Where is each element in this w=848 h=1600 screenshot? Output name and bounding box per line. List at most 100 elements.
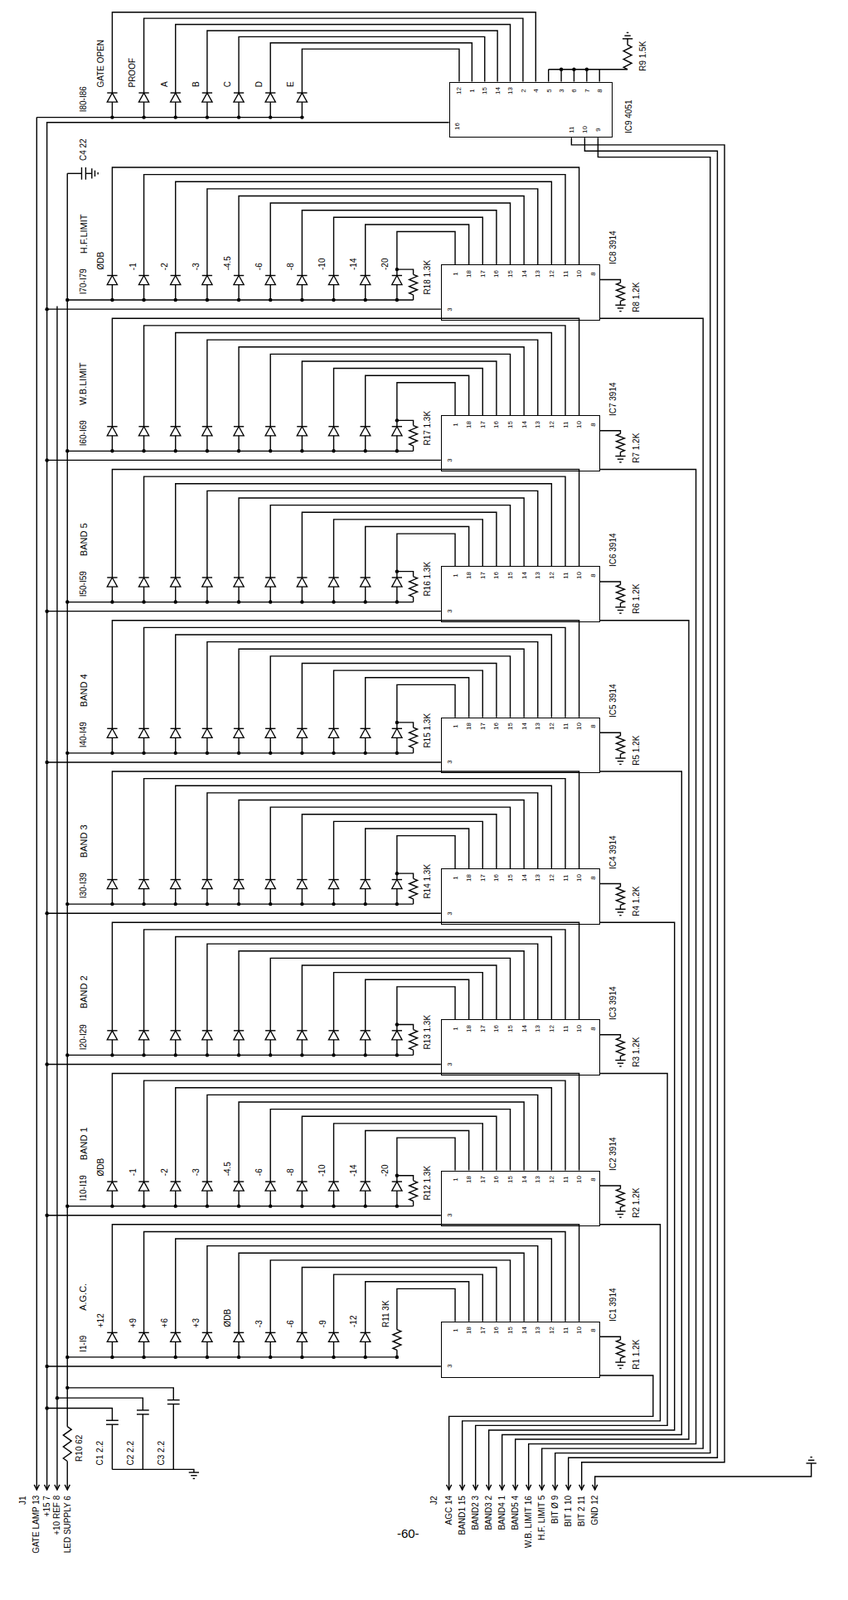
level-label: -6 <box>254 262 265 271</box>
connector-arrow <box>579 1485 585 1491</box>
wire <box>396 1040 398 1056</box>
wire <box>174 586 176 602</box>
wire <box>175 332 553 427</box>
wire <box>397 722 414 728</box>
pin-number: 10 <box>575 1327 583 1336</box>
pin-number: 3 <box>445 458 453 462</box>
pin-number: 15 <box>506 1176 514 1184</box>
section-label: W.B.LIMIT <box>78 363 90 406</box>
wire <box>174 285 176 301</box>
pin-number: 8 <box>589 725 597 729</box>
pin-number: 17 <box>479 270 487 278</box>
capacitor-symbol <box>167 1400 180 1401</box>
wire <box>270 285 272 301</box>
wire <box>237 586 239 602</box>
connector-signal: BAND4 1 <box>497 1496 508 1532</box>
level-label: -2 <box>159 262 170 271</box>
wire <box>85 173 92 175</box>
led-diode <box>233 92 244 102</box>
section-label: BAND 2 <box>77 976 89 1010</box>
wire <box>111 1225 579 1334</box>
wire <box>397 571 414 577</box>
led-diode <box>296 577 307 587</box>
wire <box>47 122 450 1491</box>
pin-number: 16 <box>492 1176 500 1184</box>
wire <box>334 368 484 427</box>
ic-chip: IC3 3914 <box>440 1019 601 1076</box>
led-diode <box>360 1182 371 1192</box>
wire <box>67 450 413 452</box>
wire <box>111 101 113 117</box>
wire <box>206 889 208 905</box>
wire <box>600 581 621 586</box>
resistor-label: R4 1.2K <box>631 886 642 917</box>
pin-number: 1 <box>451 271 460 276</box>
led-diode <box>296 426 307 437</box>
ground-symbol <box>806 1463 817 1464</box>
led-range-label: I60-I69 <box>78 420 89 446</box>
wire <box>111 586 113 602</box>
wire <box>333 1040 335 1056</box>
wire <box>111 469 579 578</box>
wire <box>111 1469 194 1474</box>
ground-symbol <box>617 307 624 309</box>
wire <box>301 1342 303 1357</box>
wire <box>237 436 239 451</box>
wire <box>207 1246 538 1334</box>
wire <box>270 436 272 451</box>
led-diode <box>170 1332 181 1343</box>
ground-symbol <box>619 1216 621 1218</box>
wire <box>67 752 413 754</box>
led-diode <box>106 577 117 587</box>
ground-symbol <box>190 1475 197 1477</box>
resistor-symbol <box>409 426 418 447</box>
component-label: C3 2.2 <box>156 1441 167 1466</box>
pin-number: 13 <box>506 87 514 95</box>
wire <box>364 737 366 753</box>
wire <box>595 1463 812 1491</box>
wire <box>143 1191 145 1207</box>
led-diode <box>296 728 307 738</box>
pin-number: 14 <box>520 874 529 882</box>
wire <box>301 101 303 117</box>
pin-number: 3 <box>445 911 453 916</box>
ground-symbol <box>94 170 96 177</box>
pin-number: 11 <box>562 1025 570 1033</box>
wire <box>462 1225 661 1491</box>
wire <box>143 1040 145 1056</box>
level-label: +9 <box>127 1318 138 1328</box>
connector-signal: W.B. LIMIT 16 <box>523 1496 534 1549</box>
wire <box>47 308 441 310</box>
led-diode <box>202 92 213 102</box>
led-diode <box>170 92 181 102</box>
capacitor-symbol <box>106 1420 119 1422</box>
pin-number: 13 <box>533 722 542 731</box>
wire <box>334 821 484 880</box>
pin-number: 14 <box>520 1176 529 1184</box>
led-diode <box>106 1332 117 1343</box>
pin-number: 13 <box>533 421 542 429</box>
wire <box>143 1342 145 1357</box>
pin-number: 12 <box>547 1025 556 1033</box>
wire <box>67 601 413 603</box>
pin-number: 3 <box>445 760 453 765</box>
wire <box>142 1414 144 1471</box>
led-diode <box>392 1031 403 1041</box>
connector-signal: BIT 1 10 <box>563 1496 574 1528</box>
level-label: +6 <box>159 1318 170 1328</box>
wire <box>67 173 68 1427</box>
led-diode <box>138 1332 149 1343</box>
wire <box>301 1116 497 1183</box>
led-range-label: I80-I86 <box>78 86 89 112</box>
pin-number: 10 <box>575 1025 583 1033</box>
pin-number: 16 <box>492 722 500 731</box>
led-diode <box>138 276 149 286</box>
pin-number: 16 <box>492 421 500 429</box>
wire <box>174 436 176 451</box>
wire <box>111 318 579 427</box>
wire <box>334 519 484 578</box>
wire <box>206 1342 208 1357</box>
led-diode <box>265 880 276 890</box>
led-range-label: I20-I29 <box>78 1024 89 1051</box>
